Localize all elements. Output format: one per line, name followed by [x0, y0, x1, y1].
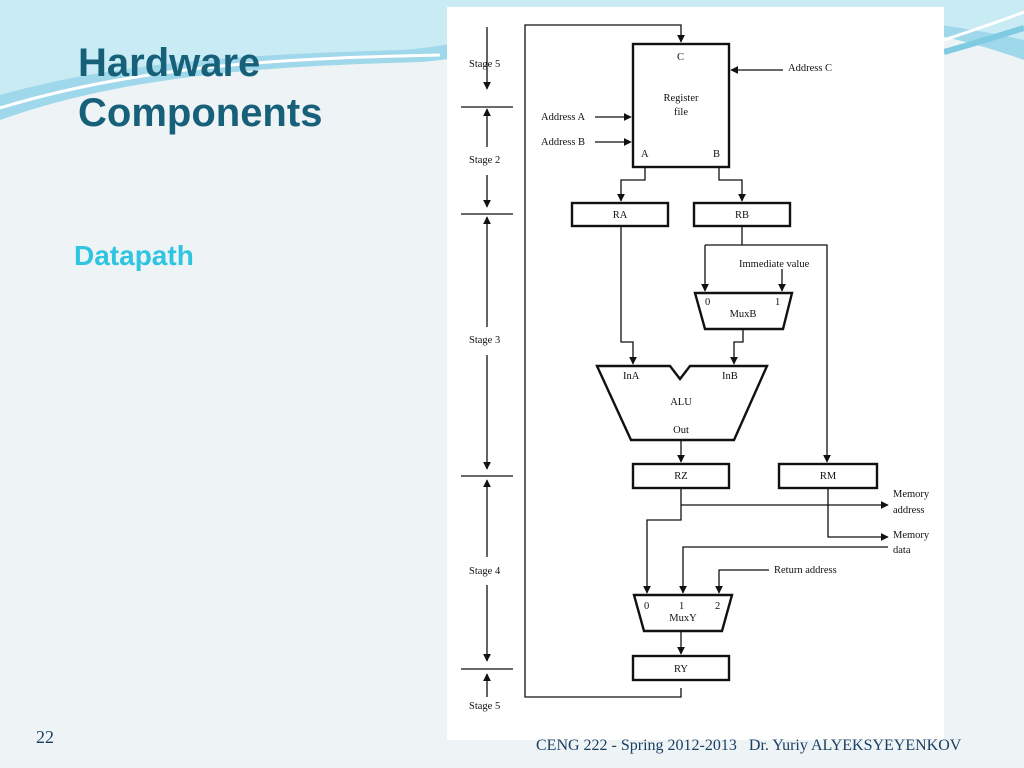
svg-text:MuxB: MuxB — [730, 309, 757, 320]
svg-text:Out: Out — [673, 425, 689, 436]
svg-text:0: 0 — [644, 601, 649, 612]
return-address-label: Return address — [774, 565, 837, 576]
slide-title: Hardware Components — [78, 38, 438, 138]
svg-text:InA: InA — [623, 371, 640, 382]
register-rz: RZ — [631, 462, 731, 490]
svg-text:MuxY: MuxY — [669, 613, 697, 624]
address-b-label: Address B — [541, 137, 585, 148]
register-ry: RY — [631, 654, 731, 682]
memory-data-label-2: data — [893, 545, 911, 556]
address-a-label: Address A — [541, 112, 585, 123]
slide-number: 22 — [36, 727, 54, 747]
address-c-label: Address C — [788, 63, 832, 74]
register-file-label-1: Register — [664, 93, 699, 104]
stage-5-bottom-label: Stage 5 — [469, 701, 500, 712]
svg-text:RZ: RZ — [674, 471, 687, 482]
stage-2-label: Stage 2 — [469, 155, 500, 166]
register-rm: RM — [777, 462, 879, 490]
writeback-path — [524, 24, 685, 698]
svg-text:RB: RB — [735, 210, 749, 221]
register-file-port-b: B — [713, 149, 720, 160]
svg-text:RA: RA — [613, 210, 628, 221]
mux-b: 0 1 MuxB — [693, 291, 794, 331]
register-file: C Register file A B — [631, 42, 731, 169]
stage-4-label: Stage 4 — [469, 566, 501, 577]
alu: InA InB ALU Out — [595, 364, 769, 442]
svg-text:2: 2 — [715, 601, 720, 612]
svg-text:0: 0 — [705, 297, 710, 308]
memory-address-label-1: Memory — [893, 489, 930, 500]
datapath-diagram: Stage 5 Stage 2 Stage 3 Stage 4 Stage 5 … — [461, 24, 930, 712]
immediate-value-label: Immediate value — [739, 259, 810, 270]
register-file-label-2: file — [674, 107, 688, 118]
register-file-port-a: A — [641, 149, 649, 160]
register-ra: RA — [570, 201, 670, 228]
svg-text:RY: RY — [674, 664, 688, 675]
stage-5-top-label: Stage 5 — [469, 59, 500, 70]
svg-text:InB: InB — [722, 371, 738, 382]
svg-text:ALU: ALU — [670, 397, 692, 408]
svg-text:1: 1 — [679, 601, 684, 612]
memory-address-label-2: address — [893, 505, 925, 516]
stage-3-label: Stage 3 — [469, 335, 500, 346]
svg-text:1: 1 — [775, 297, 780, 308]
stage-ruler: Stage 5 Stage 2 Stage 3 Stage 4 Stage 5 — [461, 27, 513, 712]
mux-y: 0 1 2 MuxY — [632, 593, 734, 633]
title-line-2: Components — [78, 91, 323, 135]
register-rb: RB — [692, 201, 792, 228]
slide-subtitle: Datapath — [74, 240, 194, 271]
register-file-port-c: C — [677, 52, 684, 63]
title-line-1: Hardware — [78, 41, 261, 85]
svg-text:RM: RM — [820, 471, 837, 482]
slide-footer: CENG 222 - Spring 2012-2013 Dr. Yuriy AL… — [536, 737, 962, 754]
memory-data-label-1: Memory — [893, 530, 930, 541]
